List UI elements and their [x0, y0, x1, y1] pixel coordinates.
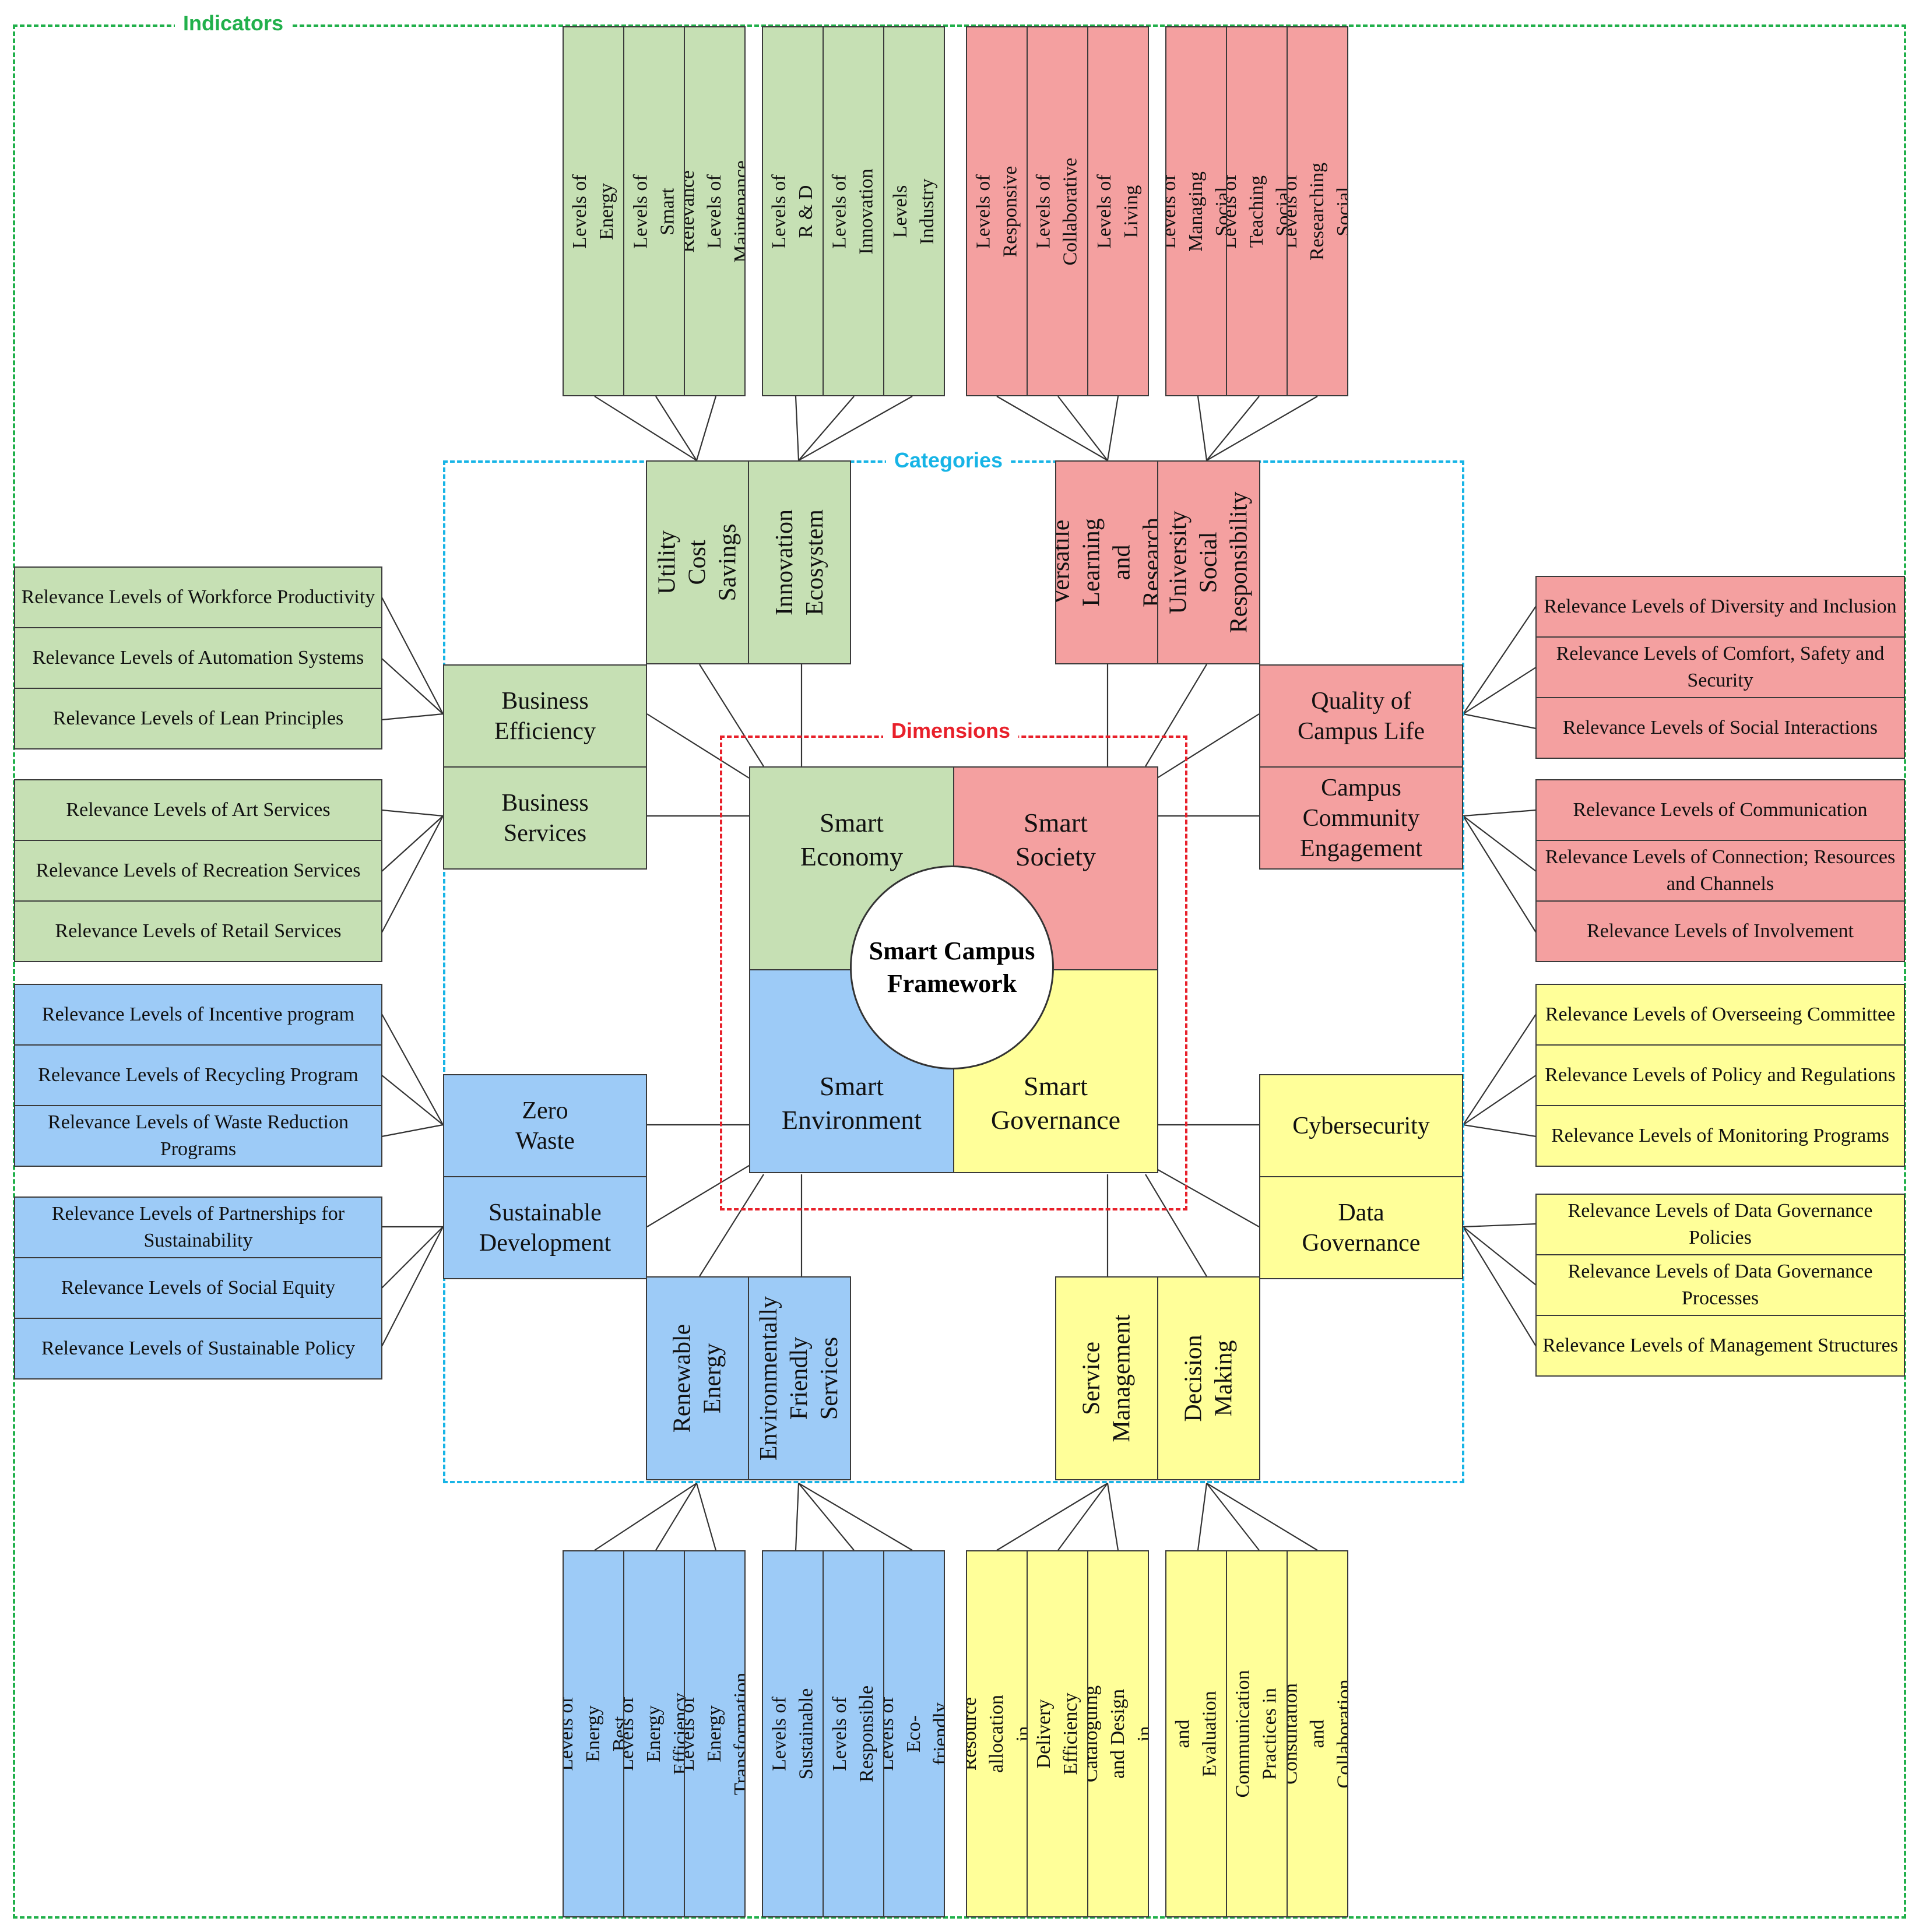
category-service-management: Service Management — [1055, 1276, 1158, 1480]
category-data-governance: Data Governance — [1259, 1176, 1463, 1279]
indicator-bottom-9: Relevance Levels of Cataloguing and Desi… — [1087, 1550, 1149, 1917]
category-business-efficiency: Business Efficiency — [443, 664, 647, 768]
indicator-top-2: Relevance Levels of Smart Monitoring — [623, 26, 685, 396]
indicator-right-9: Relevance Levels of Monitoring Programs — [1535, 1105, 1905, 1167]
indicator-top-7: Relevance Levels of Responsive Curriculu… — [966, 26, 1028, 396]
categories-label: Categories — [886, 448, 1011, 473]
indicator-right-1: Relevance Levels of Diversity and Inclus… — [1535, 576, 1905, 638]
indicator-bottom-2: Relevance Levels of Energy Efficiency Sy… — [623, 1550, 685, 1917]
indicator-bottom-8: Relevance Levels of Service Delivery Eff… — [1027, 1550, 1088, 1917]
indicator-left-6: Relevance Levels of Retail Services — [14, 900, 382, 962]
indicator-right-4: Relevance Levels of Communication — [1535, 779, 1905, 841]
category-versatile-learning: Versatile Learning and Research — [1055, 460, 1158, 664]
indicator-left-7: Relevance Levels of Incentive program — [14, 984, 382, 1046]
indicator-right-12: Relevance Levels of Management Structure… — [1535, 1315, 1905, 1377]
indicator-bottom-6: Relevance Levels of Eco-friendly Initiat… — [883, 1550, 945, 1917]
indicator-right-7: Relevance Levels of Overseeing Committee — [1535, 984, 1905, 1046]
indicator-bottom-5: Relevance Levels of Responsible Supplier… — [823, 1550, 884, 1917]
indicator-right-10: Relevance Levels of Data Governance Poli… — [1535, 1194, 1905, 1255]
indicator-bottom-10: Relevance Levels of Monitoring and Evalu… — [1165, 1550, 1227, 1917]
indicator-top-3: Relevance Levels of Maintenance — [684, 26, 746, 396]
indicator-top-12: Relevance Levels of Researching Social R… — [1287, 26, 1348, 396]
indicator-right-2: Relevance Levels of Comfort, Safety and … — [1535, 636, 1905, 698]
indicators-label: Indicators — [175, 10, 292, 36]
category-sustainable-development: Sustainable Development — [443, 1176, 647, 1279]
category-zero-waste: Zero Waste — [443, 1074, 647, 1177]
category-cybersecurity: Cybersecurity — [1259, 1074, 1463, 1177]
center-circle: Smart Campus Framework — [850, 865, 1054, 1069]
indicator-top-4: Relevance Levels of R & D Support — [762, 26, 824, 396]
indicator-bottom-11: Relevance Levels of Communication Practi… — [1226, 1550, 1288, 1917]
indicator-left-9: Relevance Levels of Waste Reduction Prog… — [14, 1105, 382, 1167]
category-business-services: Business Services — [443, 766, 647, 870]
indicator-bottom-3: Relevance Levels of Energy Transformatio… — [684, 1550, 746, 1917]
indicator-right-3: Relevance Levels of Social Interactions — [1535, 697, 1905, 759]
indicator-bottom-12: Relevance Levels of Consultation and Col… — [1287, 1550, 1348, 1917]
indicator-top-6: Relevance Levels Industry Engagement — [883, 26, 945, 396]
indicator-top-11: Relevance Levels of Teaching Social Resp… — [1226, 26, 1288, 396]
indicator-top-9: Relevance Levels of Living Labs — [1087, 26, 1149, 396]
indicator-top-5: Relevance Levels of Innovation Hubs — [823, 26, 884, 396]
category-quality-of-campus-life: Quality of Campus Life — [1259, 664, 1463, 768]
indicator-left-10: Relevance Levels of Partnerships for Sus… — [14, 1196, 382, 1258]
category-utility-cost-savings: Utility Cost Savings — [646, 460, 749, 664]
indicator-left-3: Relevance Levels of Lean Principles — [14, 688, 382, 749]
indicator-left-2: Relevance Levels of Automation Systems — [14, 627, 382, 689]
category-campus-community-engagement: Campus Community Engagement — [1259, 766, 1463, 870]
indicator-right-11: Relevance Levels of Data Governance Proc… — [1535, 1254, 1905, 1316]
category-innovation-ecosystem: Innovation Ecosystem — [748, 460, 851, 664]
indicator-top-10: Relevance Levels of Managing Social Resp… — [1165, 26, 1227, 396]
indicator-left-8: Relevance Levels of Recycling Program — [14, 1044, 382, 1106]
indicator-bottom-7: Relevance Levels of Resource allocation … — [966, 1550, 1028, 1917]
indicator-top-1: Relevance Levels of Energy Saving — [563, 26, 624, 396]
dimension-smart-economy: Smart Economy — [749, 766, 954, 970]
indicator-left-5: Relevance Levels of Recreation Services — [14, 840, 382, 902]
dimensions-label: Dimensions — [883, 718, 1019, 744]
category-environmentally-friendly-services: Environmentally Friendly Services — [748, 1276, 851, 1480]
indicator-top-8: Relevance Levels of Collaborative Learni… — [1027, 26, 1088, 396]
indicators-frame — [13, 24, 1906, 1919]
indicator-left-4: Relevance Levels of Art Services — [14, 779, 382, 841]
category-renewable-energy: Renewable Energy — [646, 1276, 749, 1480]
indicator-left-12: Relevance Levels of Sustainable Policy — [14, 1318, 382, 1380]
category-university-social-responsibility: University Social Responsibility — [1157, 460, 1260, 664]
indicator-bottom-4: Relevance Levels of Sustainable Lifestyl… — [762, 1550, 824, 1917]
category-decision-making: Decision Making — [1157, 1276, 1260, 1480]
indicator-left-1: Relevance Levels of Workforce Productivi… — [14, 566, 382, 628]
indicator-right-8: Relevance Levels of Policy and Regulatio… — [1535, 1044, 1905, 1106]
indicator-right-5: Relevance Levels of Connection; Resource… — [1535, 840, 1905, 902]
indicator-right-6: Relevance Levels of Involvement — [1535, 900, 1905, 962]
indicator-bottom-1: Relevance Levels of Energy Best Practice… — [563, 1550, 624, 1917]
indicator-left-11: Relevance Levels of Social Equity — [14, 1257, 382, 1319]
